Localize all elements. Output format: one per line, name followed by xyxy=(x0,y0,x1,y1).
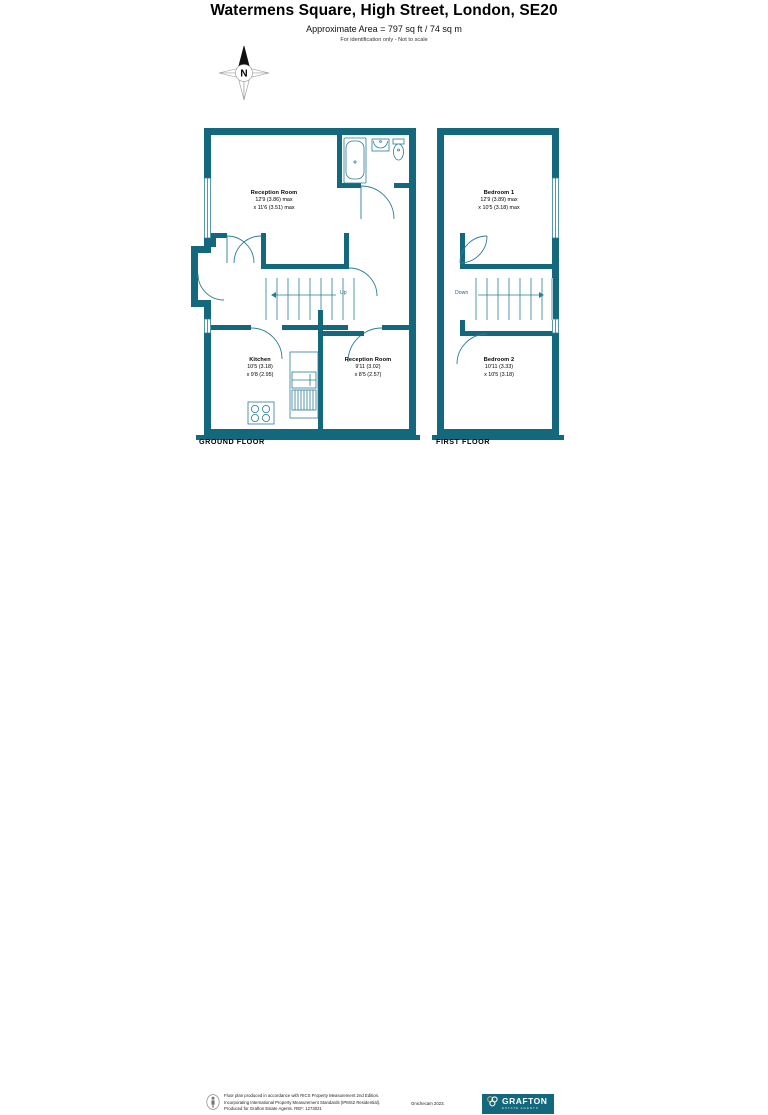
room-label-kitchen: Kitchen 10'5 (3.18) x 9'8 (2.95) xyxy=(210,357,310,379)
first-floor-doors xyxy=(456,235,488,365)
compass-north-label: N xyxy=(240,68,247,79)
first-floor-windows xyxy=(552,177,559,334)
room-name: Reception Room xyxy=(344,357,392,363)
room-dimension-2: x 11'6 (3.51) max xyxy=(253,204,295,211)
ground-floor-walls xyxy=(191,128,416,436)
room-label-bedroom-1: Bedroom 1 12'9 (3.89) max x 10'5 (3.18) … xyxy=(449,190,549,212)
ground-floor-plan xyxy=(191,128,416,436)
footer-line-1: Floor plan produced in accordance with R… xyxy=(224,1093,380,1098)
page-title: Watermens Square, High Street, London, S… xyxy=(210,2,558,19)
info-person-icon xyxy=(206,1094,220,1115)
stair-direction-up: Up xyxy=(340,290,347,296)
room-dimension-1: 10'5 (3.18) xyxy=(247,364,273,371)
footer-line-2: Incorporating International Property Mea… xyxy=(224,1099,381,1105)
disclaimer-text: For identification only - Not to scale xyxy=(340,37,428,43)
room-dimension-2: x 8'5 (2.57) xyxy=(354,371,382,378)
ground-floor-internal-walls xyxy=(211,135,416,436)
grafton-logo[interactable]: GRAFTON ESTATE AGENTS xyxy=(482,1094,554,1114)
floor-title-ground: GROUND FLOOR xyxy=(199,437,265,446)
room-dimension-2: x 10'5 (3.18) xyxy=(484,371,514,378)
footer-line-3: Produced for Grafton Estate Agents. REF:… xyxy=(224,1106,322,1112)
compass-rose: N xyxy=(209,42,279,104)
first-floor-plan xyxy=(437,128,559,436)
stair-direction-down: Down xyxy=(455,290,469,296)
room-name: Reception Room xyxy=(250,190,298,196)
footer-disclaimer: Floor plan produced in accordance with R… xyxy=(224,1093,380,1113)
logo-subtitle: ESTATE AGENTS xyxy=(502,1106,539,1111)
compass-rose-icon xyxy=(218,45,270,101)
bathroom-fixtures xyxy=(343,137,405,184)
room-name: Bedroom 2 xyxy=(483,357,515,363)
ground-floor-windows xyxy=(204,177,212,334)
copyright-text: Onichecam 2023. xyxy=(411,1100,445,1106)
room-label-bedroom-2: Bedroom 2 10'11 (3.33) x 10'5 (3.18) xyxy=(449,357,549,379)
first-floor-walls xyxy=(437,128,559,436)
room-dimension-1: 9'11 (3.02) xyxy=(355,364,381,371)
logo-name: GRAFTON xyxy=(502,1096,548,1107)
room-dimension-1: 12'9 (3.89) max xyxy=(480,197,518,204)
first-floor-staircase xyxy=(465,278,553,320)
plan-header: Watermens Square, High Street, London, S… xyxy=(0,0,768,43)
room-dimension-1: 10'11 (3.33) xyxy=(484,364,514,371)
room-name: Kitchen xyxy=(249,357,271,363)
room-label-reception-room-2: Reception Room 9'11 (3.02) x 8'5 (2.57) xyxy=(318,357,418,379)
grafton-circles-icon xyxy=(486,1095,499,1113)
floor-plan-drawing xyxy=(191,128,564,440)
room-name: Bedroom 1 xyxy=(483,190,515,196)
ground-floor-doors xyxy=(197,185,395,363)
room-dimension-2: x 10'5 (3.18) max xyxy=(478,204,520,211)
floor-title-first: FIRST FLOOR xyxy=(436,437,490,446)
room-dimension-2: x 9'8 (2.95) xyxy=(246,371,274,378)
plan-footer: Floor plan produced in accordance with R… xyxy=(0,544,768,1114)
approximate-area: Approximate Area = 797 sq ft / 74 sq m xyxy=(306,24,462,34)
room-label-reception-room-1: Reception Room 12'9 (3.86) max x 11'6 (3… xyxy=(214,190,334,212)
ground-floor-staircase xyxy=(265,278,364,336)
first-floor-internal-walls xyxy=(460,233,552,336)
room-dimension-1: 12'9 (3.86) max xyxy=(255,197,293,204)
